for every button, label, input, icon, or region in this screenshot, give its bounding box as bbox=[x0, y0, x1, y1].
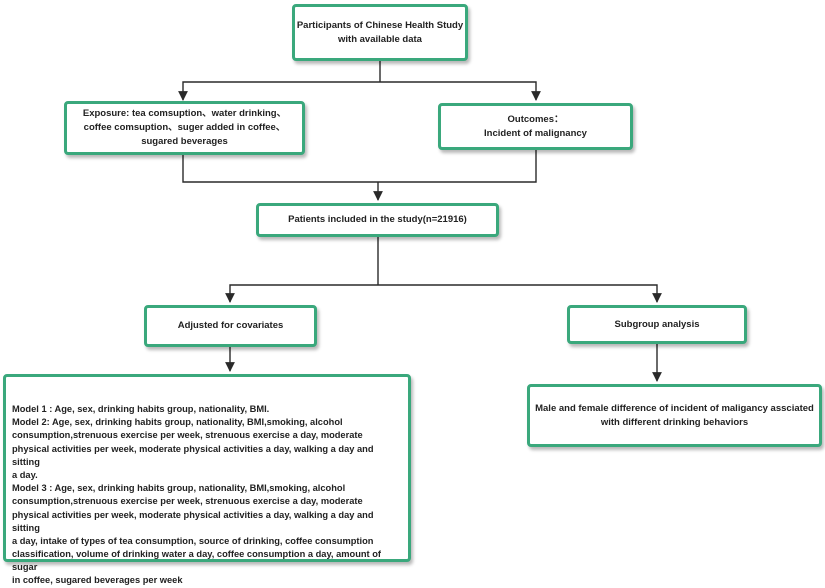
connector-merge bbox=[182, 150, 537, 183]
adjusted-label: Adjusted for covariates bbox=[177, 320, 284, 332]
exposure-line-3: sugared beverages bbox=[141, 135, 228, 147]
models-line-8: physical activities per week, moderate p… bbox=[12, 509, 374, 533]
models-line-6: Model 3 : Age, sex, drinking habits grou… bbox=[12, 483, 346, 494]
models-line-5: a day. bbox=[12, 469, 38, 480]
arrow-to-adjusted bbox=[225, 284, 378, 303]
participants-box: Participants of Chinese Health Study wit… bbox=[292, 4, 468, 61]
subgroup-box: Subgroup analysis bbox=[567, 305, 747, 344]
connector-layer bbox=[178, 61, 662, 382]
patients-box: Patients included in the study(n=21916) bbox=[256, 203, 499, 237]
arrow-to-outcomes bbox=[380, 81, 541, 101]
models-line-2: Model 2: Age, sex, drinking habits group… bbox=[12, 417, 343, 428]
models-line-11: in coffee, sugared beverages per week bbox=[12, 575, 183, 586]
models-line-4: physical activities per week, moderate p… bbox=[12, 443, 374, 467]
participants-line-2: with available data bbox=[338, 33, 422, 45]
models-line-10: classification, volume of drinking water… bbox=[12, 549, 382, 573]
difference-line-1: Male and female difference of incident o… bbox=[535, 402, 814, 414]
outcomes-box: Outcomes： Incident of malignancy bbox=[438, 103, 633, 150]
outcomes-line-2: Incident of malignancy bbox=[484, 127, 587, 139]
participants-line-1: Participants of Chinese Health Study bbox=[296, 19, 464, 31]
difference-line-2: with different drinking behaviors bbox=[600, 416, 749, 428]
subgroup-label: Subgroup analysis bbox=[614, 318, 700, 330]
models-line-7: consumption,strenuous exercise per week,… bbox=[12, 496, 363, 507]
outcomes-line-1: Outcomes： bbox=[507, 113, 564, 125]
adjusted-box: Adjusted for covariates bbox=[144, 305, 317, 347]
arrow-to-subgroup bbox=[378, 284, 662, 303]
models-line-9: a day, intake of types of tea consumptio… bbox=[12, 535, 374, 546]
models-line-3: consumption,strenuous exercise per week,… bbox=[12, 430, 363, 441]
exposure-line-1: Exposure: tea comsuption、water drinking、 bbox=[82, 108, 287, 120]
patients-label: Patients included in the study(n=21916) bbox=[288, 214, 467, 226]
models-box: Model 1 : Age, sex, drinking habits grou… bbox=[3, 374, 411, 585]
exposure-box: Exposure: tea comsuption、water drinking、… bbox=[64, 101, 305, 155]
exposure-line-2: coffee comsuption、suger added in coffee、 bbox=[83, 122, 286, 134]
difference-box: Male and female difference of incident o… bbox=[527, 384, 822, 447]
arrow-to-exposure bbox=[178, 81, 380, 101]
models-line-1: Model 1 : Age, sex, drinking habits grou… bbox=[12, 404, 270, 414]
